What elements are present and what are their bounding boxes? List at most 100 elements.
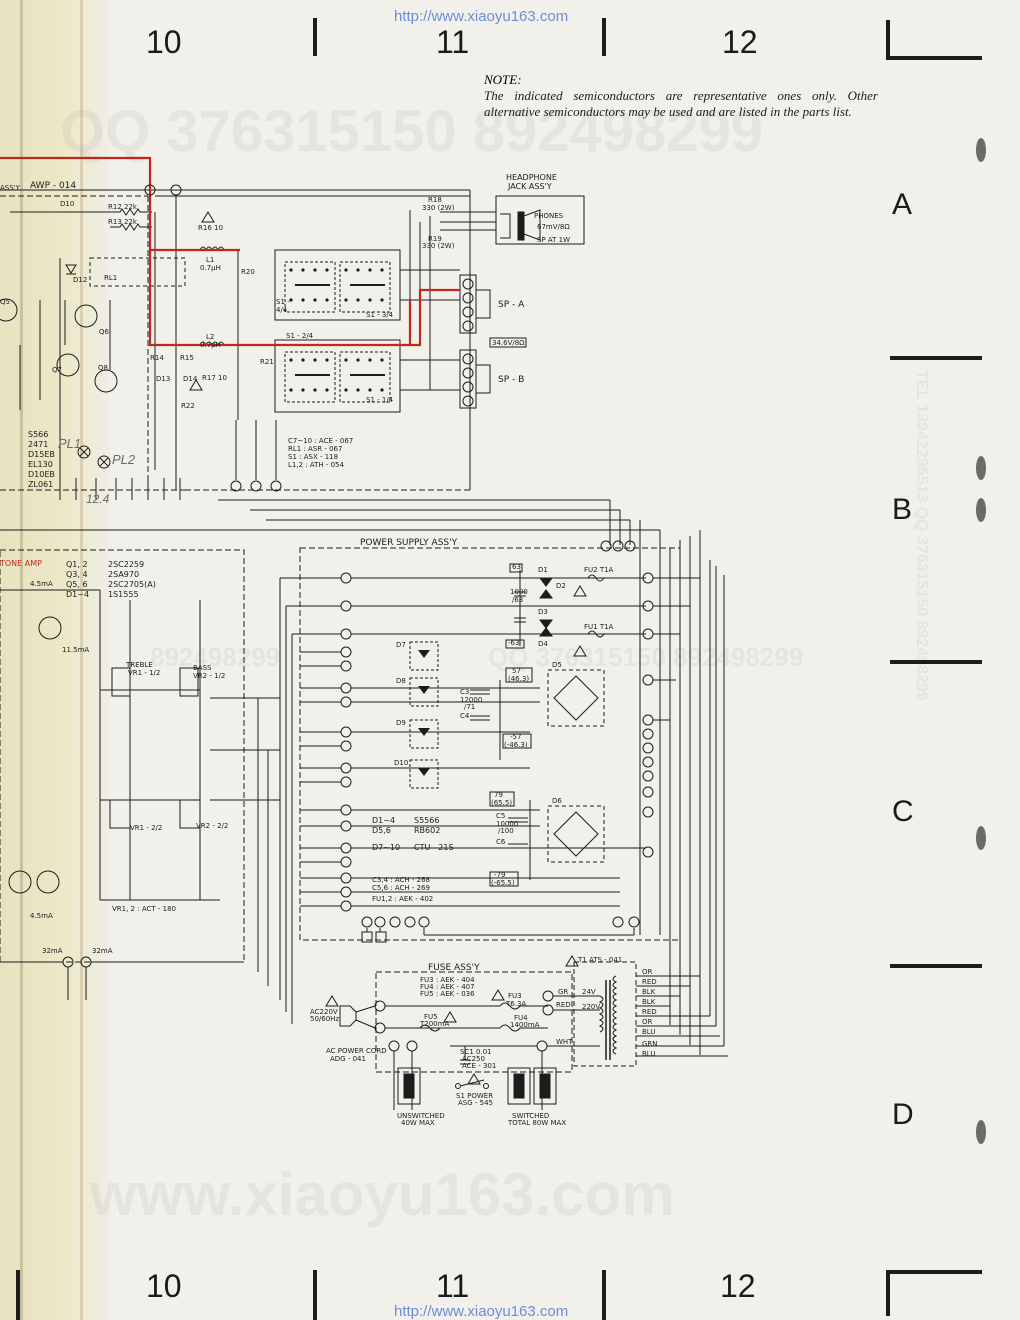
transistor-list: D1~4: [66, 590, 90, 599]
resistor-r18: R18: [428, 196, 442, 204]
assy-left-label: ASS'Y: [0, 184, 20, 192]
highlighted-wire: [0, 156, 460, 347]
wire-color: BLU: [642, 1050, 656, 1058]
watermark-site: www.xiaoyu163.com: [90, 1161, 675, 1228]
diode-d10: D10: [60, 200, 75, 208]
diode-d14: D14: [183, 375, 198, 383]
switch-s1-44: S1 - 4/4: [276, 298, 290, 314]
wire-color: BLK: [642, 998, 656, 1006]
sp-b-label: SP - B: [498, 375, 525, 385]
column-number-top: 12: [722, 24, 758, 60]
yellowed-margin-strip: [0, 0, 110, 1320]
wire-color: OR: [642, 1018, 653, 1026]
row-letter: C: [892, 795, 914, 828]
bass-label: BASS: [193, 664, 212, 672]
note-title: NOTE:: [484, 72, 522, 87]
rail-voltage: -57: [510, 733, 522, 741]
bottom-url: http://www.xiaoyu163.com: [394, 1303, 569, 1320]
semiconductor-list: 2471: [28, 440, 49, 449]
capacitor-value: 10000: [496, 820, 519, 828]
warning-triangle-icon: [189, 211, 587, 1085]
capacitor-c5: C5: [496, 812, 506, 820]
bridge-d5: D5: [552, 661, 562, 669]
fuse-part: FU5 : AEK - 036: [420, 990, 475, 998]
transistor-type: 1S1555: [108, 590, 139, 599]
column-number-bottom: 12: [720, 1268, 756, 1304]
top-url: http://www.xiaoyu163.com: [394, 8, 569, 25]
fuse-fu4-value: 1400mA: [510, 1021, 540, 1029]
column-number-bottom: 10: [146, 1268, 182, 1304]
rail-voltage: (-46.3): [504, 741, 528, 749]
row-letter: D: [892, 1098, 914, 1131]
vr2-label: VR2 - 1/2: [193, 672, 226, 680]
row-letter: A: [892, 188, 913, 221]
capacitor-sc1-rating: AC250: [462, 1055, 485, 1063]
rail-voltage: -79: [494, 871, 506, 879]
fuse-fu1: FU1 T1A: [584, 623, 614, 631]
capacitor-value: /71: [464, 703, 476, 711]
page-fold-line: [20, 0, 23, 1320]
switched-outlet-rating: TOTAL 80W MAX: [508, 1119, 567, 1127]
parts-list-line: C7~10 : ACE - 067: [288, 437, 354, 445]
winding-voltage: 220V: [582, 1003, 601, 1011]
corner-bracket-top: [886, 20, 982, 60]
resistor-r22: R22: [181, 402, 195, 410]
switch-s1-14: S1 - 1/4: [366, 396, 394, 404]
diode-d3: D3: [538, 608, 548, 616]
fuse-part: FU3 : AEK - 404: [420, 976, 475, 984]
ac-cord-part: ADG - 041: [330, 1055, 366, 1063]
page-fold-line-2: [80, 0, 83, 1320]
transistor-list: Q5, 6: [66, 580, 88, 589]
rail-voltage: 63: [512, 563, 521, 571]
current-reading: 32mA: [92, 947, 113, 955]
phones-impedance: 67mV/8Ω: [537, 223, 570, 231]
transformer-t1: T1 ATS - 041: [578, 956, 623, 964]
rail-voltage: 57: [512, 667, 521, 675]
wire-color: RED: [642, 1008, 657, 1016]
capacitor-value: /100: [498, 827, 514, 835]
tone-amp-title: TONE AMP: [0, 559, 42, 568]
resistor-r19-value: 330 (2W): [422, 242, 455, 250]
fuse-fu4: FU4: [514, 1014, 528, 1022]
parts-list-line: C3,4 : ACH - 268: [372, 876, 430, 884]
wire-color: WHT: [556, 1038, 573, 1046]
switch-s1-34: S1 - 3/4: [366, 311, 394, 319]
watermark-qq-top: QQ 376315150 892498299: [60, 99, 764, 164]
wire-color: BLU: [642, 1028, 656, 1036]
current-reading: 32mA: [42, 947, 63, 955]
resistor-r17: R17 10: [202, 374, 227, 382]
relay-rl1-label: RL1: [104, 274, 118, 282]
column-number-top: 11: [436, 24, 470, 60]
fuse-fu5-value: T200mA: [420, 1020, 450, 1028]
diode-d13: D13: [156, 375, 171, 383]
unswitched-outlet-label: UNSWITCHED: [397, 1112, 445, 1120]
diode-type: S5566: [414, 816, 440, 825]
resistor-r21: R21: [260, 358, 274, 366]
sp-a-label: SP - A: [498, 300, 525, 310]
capacitor-sc1: SC1 0.01: [460, 1048, 492, 1056]
diode-d8: D8: [396, 677, 406, 685]
parts-list-line: FU1,2 : AEK - 402: [372, 895, 434, 903]
capacitor-value: /63: [512, 596, 524, 604]
fold-notch-icon: [976, 138, 986, 1144]
handwritten-pl2: PL2: [112, 452, 136, 467]
parts-list-line: L1,2 : ATH - 054: [288, 461, 344, 469]
speaker-terminal: [462, 278, 474, 407]
capacitor-sc1-part: ACE - 301: [462, 1062, 497, 1070]
fuse-fu3: FU3: [508, 992, 522, 1000]
parts-list-line: C5,6 : ACH - 269: [372, 884, 430, 892]
handwritten-pl1: PL1: [58, 436, 82, 451]
resistor-r19: R19: [428, 235, 442, 243]
treble-label: TREBLE: [126, 661, 153, 669]
coil-l1-value: 0.7μH: [200, 264, 221, 272]
mains-voltage: AC220V: [310, 1008, 338, 1016]
diode-list: D1~4: [372, 816, 396, 825]
diode-list: D5,6: [372, 826, 391, 835]
diode-d12: D12: [73, 276, 88, 284]
fuse-assy-title: FUSE ASS'Y: [428, 963, 480, 973]
resistor-r14: R14: [150, 354, 164, 362]
vr-parts-label: VR1, 2 : ACT - 180: [112, 905, 176, 913]
rail-voltage: (-65.5): [491, 879, 515, 887]
transistor-list: Q3, 4: [66, 570, 88, 579]
